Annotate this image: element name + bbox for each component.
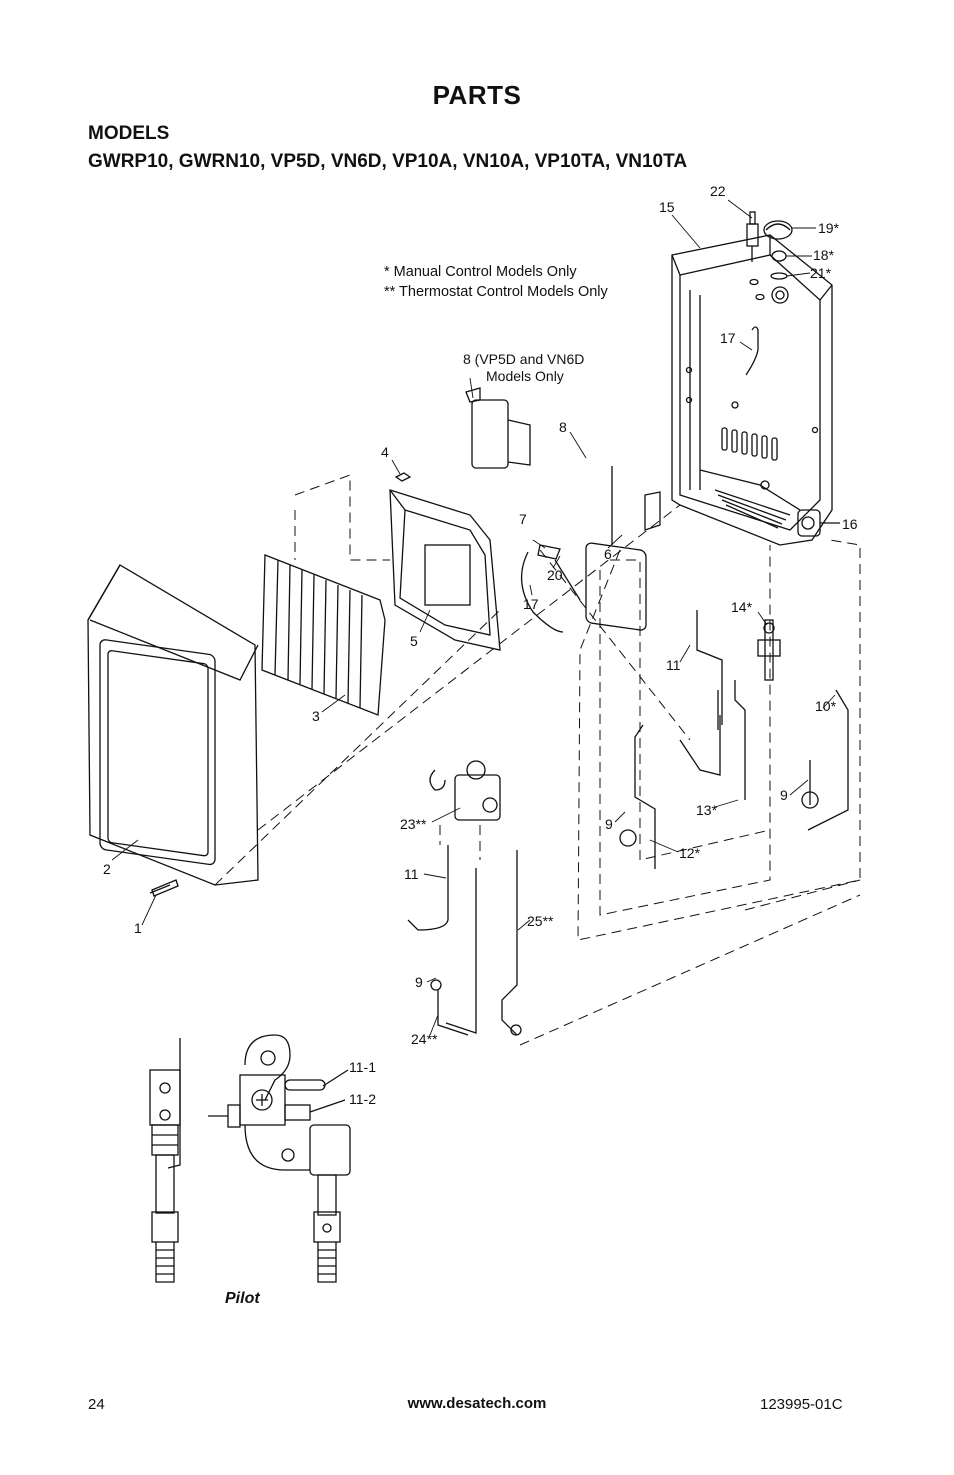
models-heading: MODELS GWRP10, GWRN10, VP5D, VN6D, VP10A… bbox=[88, 120, 687, 176]
label-12: 12* bbox=[679, 845, 701, 861]
lower-tubing bbox=[407, 845, 522, 1036]
note-thermostat: ** Thermostat Control Models Only bbox=[384, 284, 608, 300]
cabinet-part-15 bbox=[671, 234, 833, 546]
pilot-inset bbox=[149, 1034, 351, 1283]
label-7: 7 bbox=[519, 511, 527, 527]
label-25: 25** bbox=[527, 913, 554, 929]
clip-part-4 bbox=[394, 472, 412, 482]
label-1: 1 bbox=[134, 920, 142, 936]
label-8: 8 bbox=[559, 419, 567, 435]
page-number: 24 bbox=[88, 1396, 105, 1413]
leader-lines bbox=[111, 199, 840, 1036]
label-9-lower: 9 bbox=[415, 974, 423, 990]
label-11-upper: 11 bbox=[666, 657, 681, 673]
label-18: 18* bbox=[813, 247, 835, 263]
label-5: 5 bbox=[410, 633, 418, 649]
part-labels: 22 15 19* 18* 21* 17 8 (VP5D and VN6D Mo… bbox=[103, 183, 858, 1307]
thermostat-valve-part-23 bbox=[429, 760, 501, 821]
models-label: MODELS bbox=[88, 123, 170, 144]
front-panel-part-2 bbox=[87, 564, 259, 886]
label-16: 16 bbox=[842, 516, 858, 532]
label-14: 14* bbox=[731, 599, 753, 615]
label-17-cabinet: 17 bbox=[720, 330, 736, 346]
label-4: 4 bbox=[381, 444, 389, 460]
control-module-part-8 bbox=[585, 466, 661, 631]
label-17-pilot: 17 bbox=[523, 596, 539, 612]
pilot-assembly-parts-7-17-20 bbox=[520, 544, 581, 633]
label-23: 23** bbox=[400, 816, 427, 832]
label-8-alt-line1: 8 (VP5D and VN6D bbox=[463, 351, 584, 367]
label-2: 2 bbox=[103, 861, 111, 877]
label-11-1: 11-1 bbox=[349, 1059, 376, 1075]
label-3: 3 bbox=[312, 708, 320, 724]
legend-notes: * Manual Control Models Only ** Thermost… bbox=[384, 262, 608, 302]
pilot-caption: Pilot bbox=[225, 1290, 260, 1307]
igniter-knob-group bbox=[746, 211, 793, 280]
label-11-2: 11-2 bbox=[349, 1091, 376, 1107]
valve-part-14 bbox=[757, 619, 781, 681]
label-6: 6 bbox=[604, 546, 612, 562]
note-manual: * Manual Control Models Only bbox=[384, 264, 577, 280]
control-module-alt bbox=[465, 387, 531, 469]
label-9-mid: 9 bbox=[605, 816, 613, 832]
label-24: 24** bbox=[411, 1031, 438, 1047]
label-11-lower: 11 bbox=[404, 866, 419, 882]
models-list: GWRP10, GWRN10, VP5D, VN6D, VP10A, VN10A… bbox=[88, 151, 688, 172]
label-19: 19* bbox=[818, 220, 840, 236]
burner-housing-part-5 bbox=[389, 489, 501, 651]
label-13: 13* bbox=[696, 802, 718, 818]
page-title: PARTS bbox=[432, 80, 522, 110]
label-20: 20 bbox=[547, 567, 563, 583]
label-15: 15 bbox=[659, 199, 675, 215]
alignment-lines bbox=[214, 474, 861, 1046]
website-link[interactable]: www.desatech.com bbox=[407, 1395, 547, 1412]
screw-part-1 bbox=[149, 879, 179, 897]
label-22: 22 bbox=[710, 183, 726, 199]
tubing bbox=[619, 610, 849, 869]
document-number: 123995-01C bbox=[760, 1396, 843, 1413]
label-10: 10* bbox=[815, 698, 837, 714]
label-8-alt-line2: Models Only bbox=[486, 368, 564, 384]
radiant-part-3 bbox=[261, 554, 386, 716]
label-21: 21* bbox=[810, 265, 832, 281]
label-9-right: 9 bbox=[780, 787, 788, 803]
